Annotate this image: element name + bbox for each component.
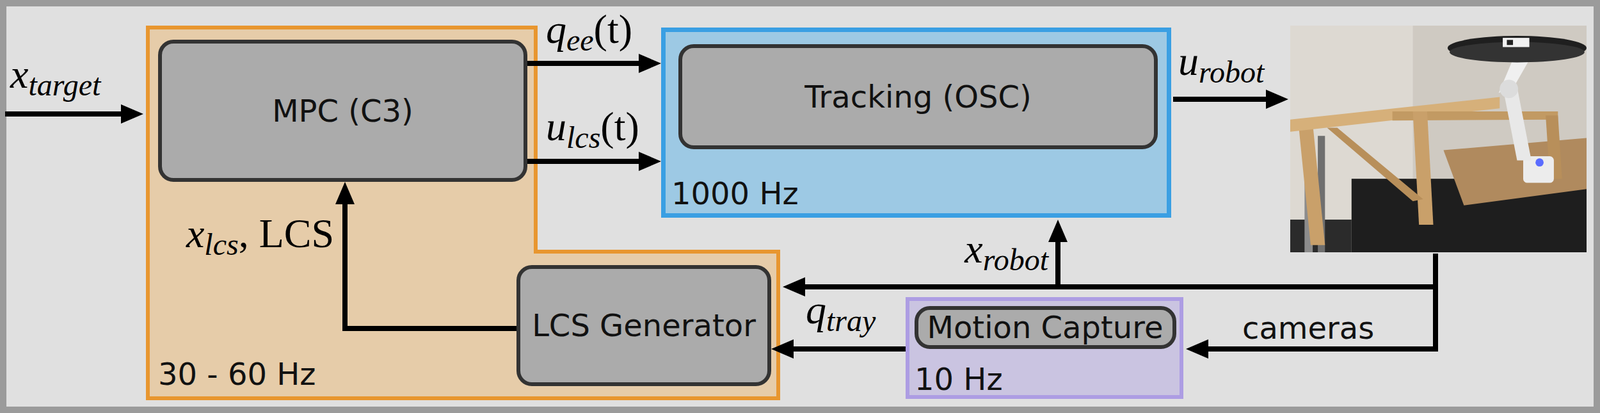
camera-wire: [1207, 346, 1439, 352]
math-subscript: lcs: [566, 120, 601, 155]
math-subscript: tray: [826, 303, 876, 338]
math-text: (t): [600, 103, 639, 150]
math-subscript: robot: [983, 242, 1049, 277]
edge-label: qee(t): [545, 8, 633, 56]
connector-line: [527, 158, 639, 164]
box-label: Motion Capture: [927, 310, 1164, 345]
edge-label: qtray: [805, 289, 876, 336]
box-label: MPC (C3): [272, 94, 414, 128]
connector: [527, 53, 662, 73]
signal-name: xrobot: [964, 228, 1049, 276]
rate-region: 1000 Hz Tracking (OSC): [661, 27, 1172, 218]
math-subscript: lcs: [204, 227, 239, 262]
arrowhead: [782, 277, 806, 297]
math-text: (t): [593, 6, 633, 52]
math-subscript: robot: [1198, 55, 1264, 89]
rate-label: 10 Hz: [914, 363, 1003, 395]
rate-label: 1000 Hz: [671, 177, 799, 209]
edge-label: xlcs, LCS: [186, 213, 335, 260]
signal-name: urobot: [1178, 40, 1264, 88]
arrowhead: [120, 104, 144, 124]
robot-photo: [1290, 25, 1587, 253]
connector-line: [793, 346, 906, 352]
connector: [527, 151, 662, 171]
feedback-wire: [1432, 253, 1439, 352]
math-text: , LCS: [238, 210, 335, 256]
input-wire: [5, 111, 122, 117]
arrowhead: [1048, 219, 1068, 242]
math-symbol: x: [186, 210, 205, 256]
math-subscript: target: [28, 67, 101, 102]
rate-region: 10 Hz Motion Capture: [905, 296, 1184, 399]
process-box: LCS Generator: [516, 264, 772, 386]
math-symbol: q: [545, 6, 567, 52]
math-subscript: ee: [566, 23, 594, 57]
signal-name: cameras: [1242, 312, 1375, 344]
math-symbol: x: [10, 51, 29, 97]
rate-label: 30 - 60 Hz: [158, 358, 317, 390]
math-symbol: u: [1178, 38, 1199, 84]
arrowhead: [638, 151, 662, 171]
signal-name: xtarget: [10, 53, 101, 101]
math-symbol: x: [964, 225, 983, 272]
arrowhead: [638, 53, 662, 73]
feedback-wire: [804, 284, 1439, 290]
output-wire: [1173, 96, 1267, 102]
feedback-wire: [1055, 241, 1061, 290]
box-label: Tracking (OSC): [804, 80, 1032, 114]
box-label: LCS Generator: [531, 308, 756, 343]
arrowhead: [1185, 339, 1209, 359]
process-box: MPC (C3): [158, 39, 528, 182]
process-box: Motion Capture: [914, 305, 1177, 349]
process-box: Tracking (OSC): [678, 44, 1158, 150]
arrowhead: [1265, 89, 1289, 109]
math-symbol: q: [805, 286, 827, 333]
edge-label: ulcs(t): [545, 106, 640, 153]
connector-line: [527, 60, 639, 66]
math-symbol: u: [545, 103, 567, 150]
connector: [771, 339, 906, 359]
